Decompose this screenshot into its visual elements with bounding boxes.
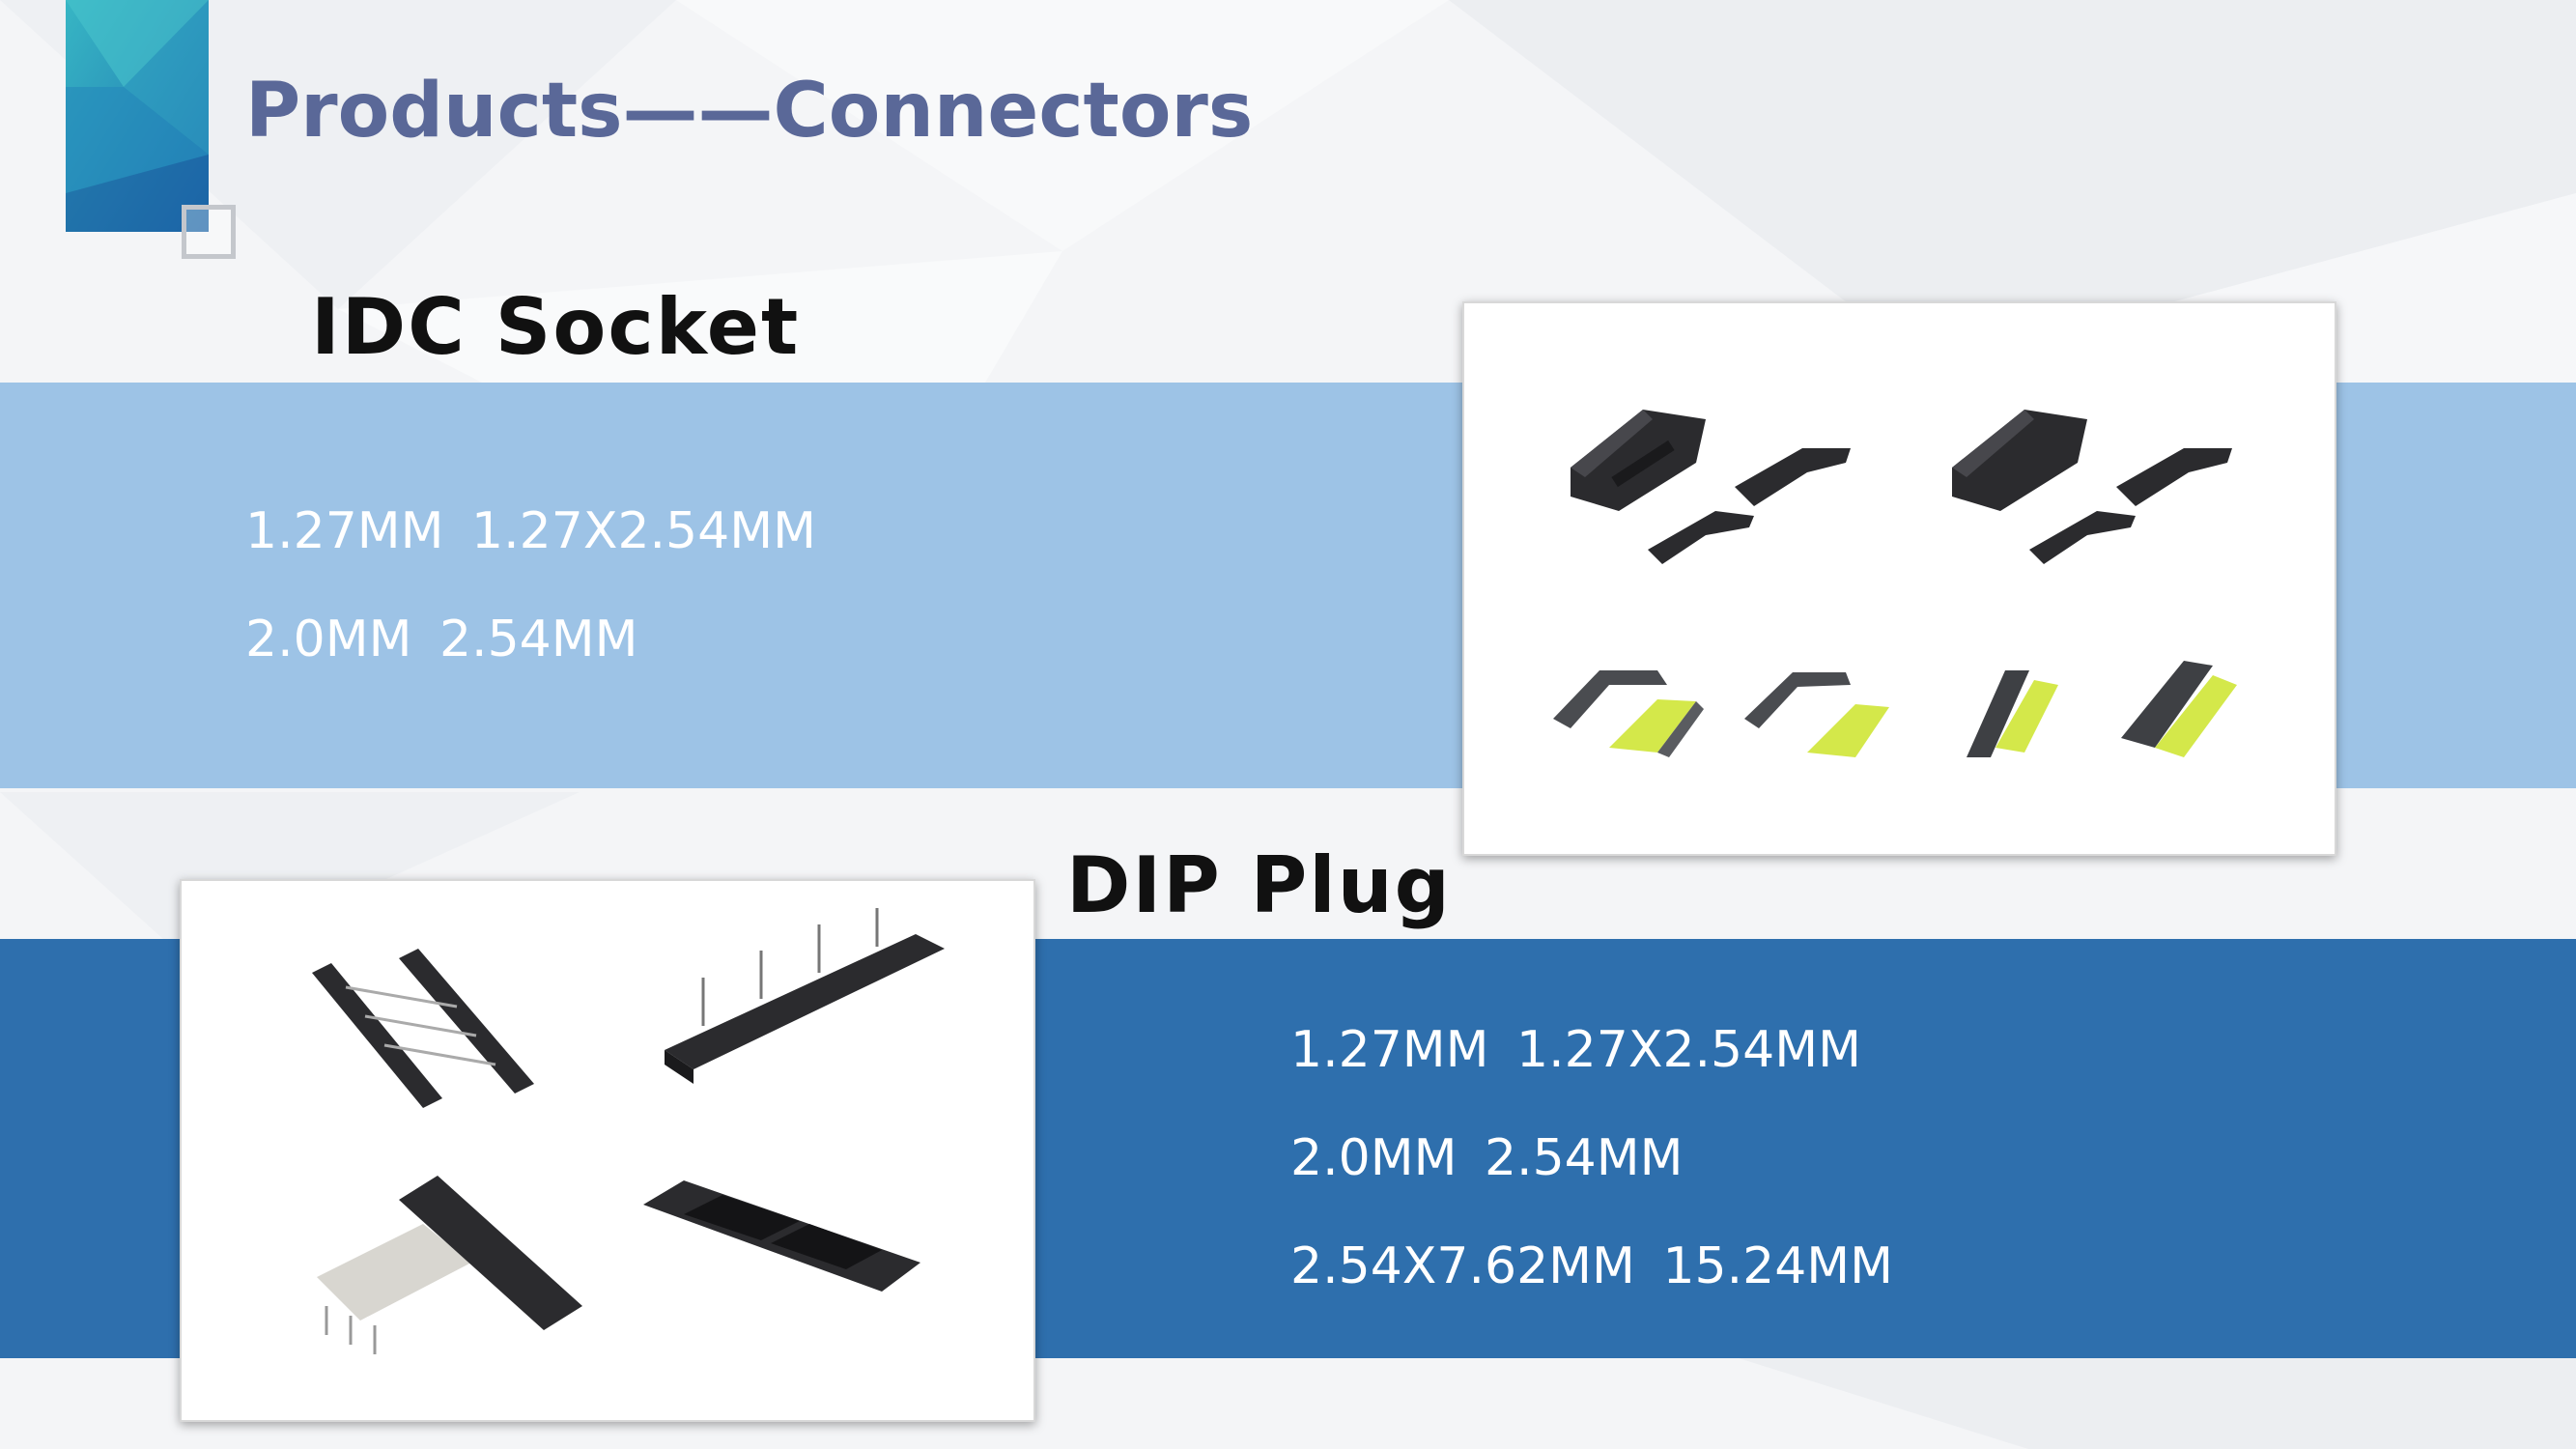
decorative-teal-block — [66, 0, 209, 232]
dip-spec-line-2: 2.0MM 2.54MM — [1290, 1129, 1684, 1187]
idc-latch-image-1 — [1648, 448, 1851, 564]
idc-socket-image-1 — [1571, 410, 1706, 511]
idc-socket-heading: IDC Socket — [311, 282, 801, 372]
idc-frame-image-1 — [1553, 670, 1704, 757]
page-title: Products——Connectors — [245, 68, 1254, 155]
idc-frame-image-2 — [1744, 672, 1889, 757]
dip-plug-image-4 — [643, 1180, 920, 1292]
dip-plug-product-photo — [180, 879, 1035, 1422]
idc-socket-image-2 — [1952, 410, 2087, 511]
idc-spec-line-1: 1.27MM 1.27X2.54MM — [245, 502, 816, 560]
dip-spec-line-3: 2.54X7.62MM 15.24MM — [1290, 1237, 1894, 1295]
idc-socket-product-photo — [1462, 301, 2336, 856]
dip-spec-line-1: 1.27MM 1.27X2.54MM — [1290, 1021, 1861, 1079]
dip-plug-image-1 — [312, 949, 534, 1108]
dip-plug-image-2 — [665, 908, 945, 1084]
dip-plug-image-3 — [317, 1176, 582, 1354]
decorative-outline-square — [182, 205, 236, 259]
dip-plug-heading: DIP Plug — [1066, 840, 1452, 930]
idc-spec-line-2: 2.0MM 2.54MM — [245, 611, 638, 668]
idc-frame-image-3 — [1967, 670, 2058, 757]
idc-latch-image-2 — [2029, 448, 2232, 564]
idc-frame-image-4 — [2121, 661, 2237, 757]
